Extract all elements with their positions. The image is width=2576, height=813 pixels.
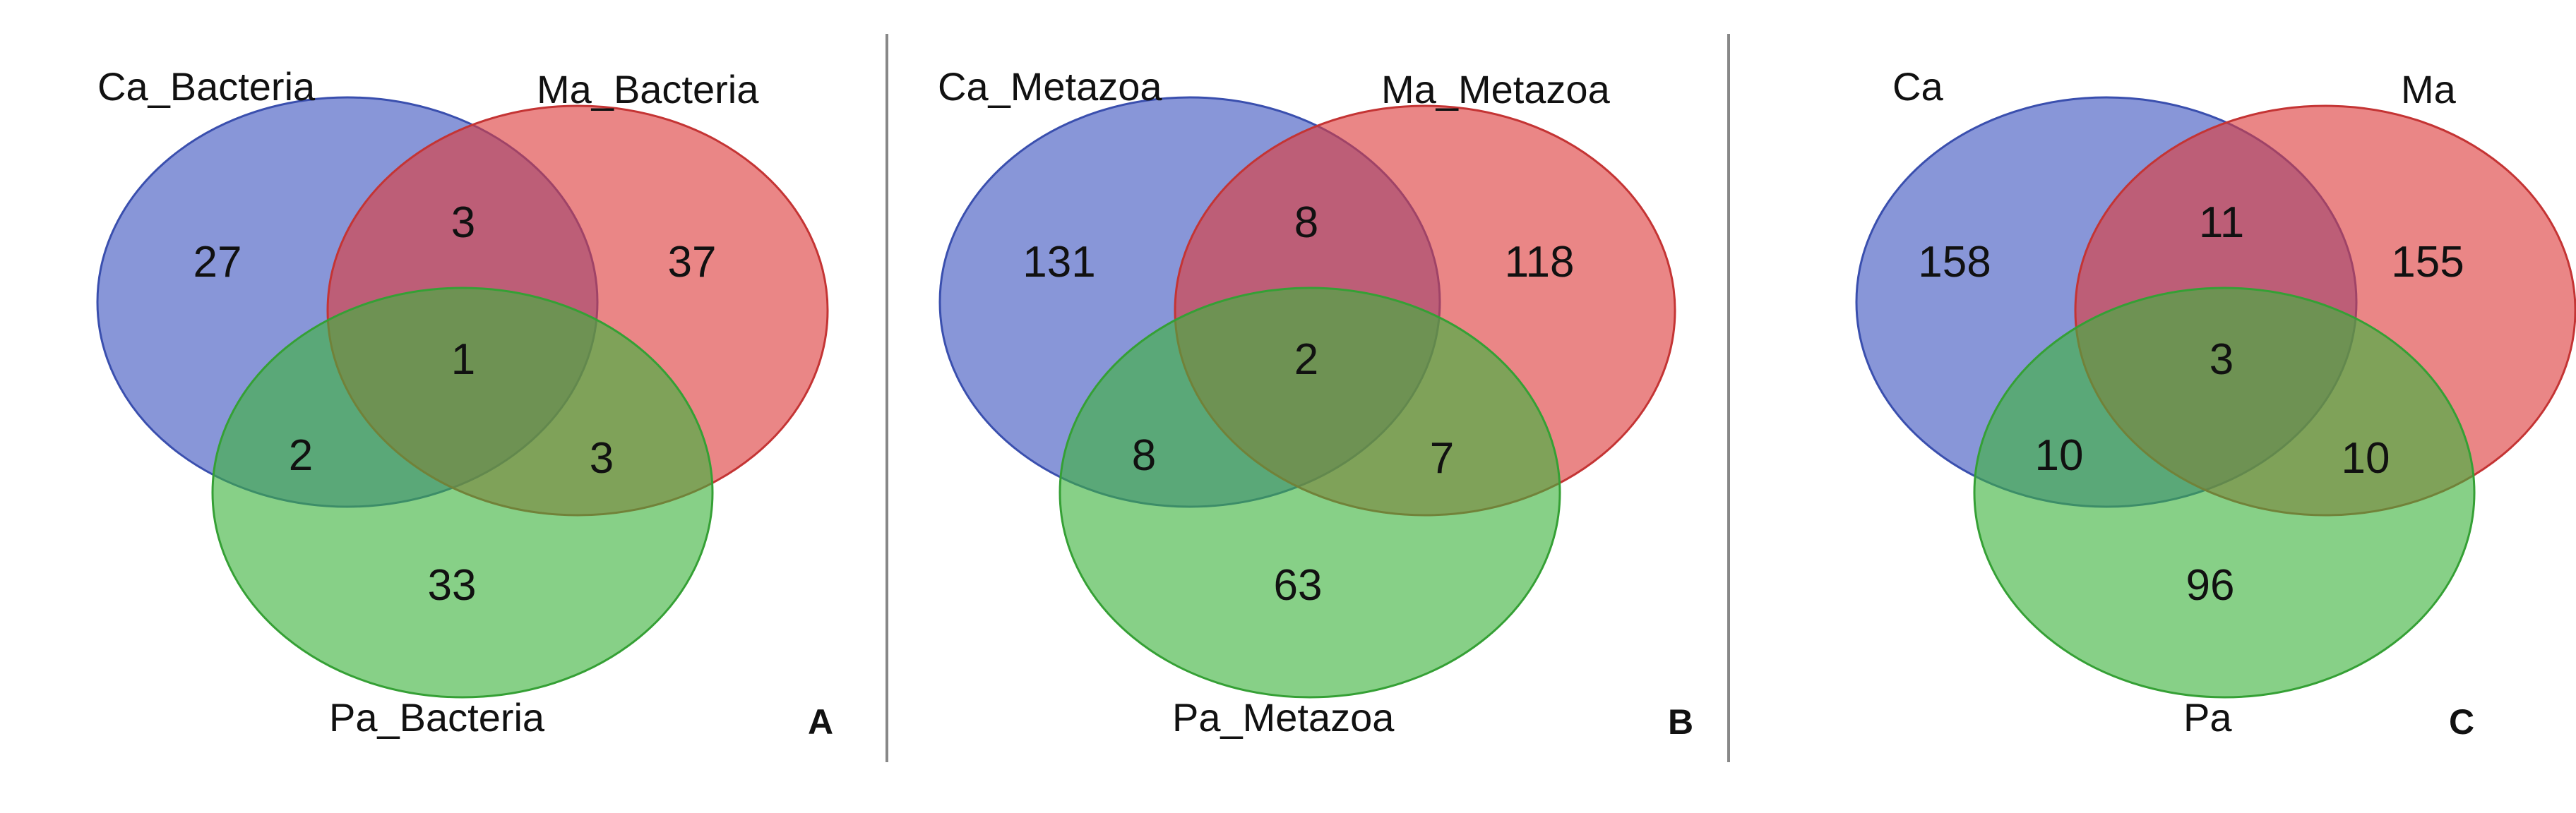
count-ma-pa: 10	[2342, 434, 2390, 483]
set-circle-pa-metazoa	[1059, 287, 1561, 699]
set-label-ma-bacteria: Ma_Bacteria	[537, 67, 759, 112]
set-label-pa: Pa	[2183, 695, 2232, 740]
set-label-ca: Ca	[1892, 64, 1943, 109]
count-only-ma: 155	[2391, 238, 2464, 287]
venn-panel-b: Ca_Metazoa Ma_Metazoa Pa_Metazoa 131 118…	[938, 64, 1693, 742]
count-ca-ma: 11	[2199, 198, 2244, 247]
set-label-pa-metazoa: Pa_Metazoa	[1172, 695, 1395, 740]
count-all: 3	[2210, 335, 2234, 384]
count-all-metazoa: 2	[1294, 335, 1318, 384]
set-label-ma-metazoa: Ma_Metazoa	[1381, 67, 1611, 112]
set-label-ma: Ma	[2401, 67, 2457, 112]
count-only-pa-bacteria: 33	[428, 561, 477, 610]
panel-letter-b: B	[1668, 702, 1693, 742]
count-only-ca-bacteria: 27	[193, 238, 242, 287]
set-circle-pa-bacteria	[211, 287, 714, 699]
count-ca-ma-bacteria: 3	[451, 198, 475, 247]
count-ma-pa-bacteria: 3	[590, 434, 614, 483]
count-ma-pa-metazoa: 7	[1430, 434, 1454, 483]
panel-letter-c: C	[2449, 702, 2474, 742]
set-circle-pa	[1973, 287, 2476, 699]
panel-letter-a: A	[808, 702, 833, 742]
count-ca-pa-bacteria: 2	[289, 431, 313, 480]
count-all-bacteria: 1	[451, 335, 475, 384]
count-only-pa-metazoa: 63	[1274, 561, 1323, 610]
count-only-ma-bacteria: 37	[668, 238, 717, 287]
count-only-ca-metazoa: 131	[1022, 238, 1095, 287]
set-label-pa-bacteria: Pa_Bacteria	[329, 695, 545, 740]
count-ca-pa-metazoa: 8	[1132, 431, 1156, 480]
count-only-ma-metazoa: 118	[1505, 238, 1575, 287]
count-ca-ma-metazoa: 8	[1294, 198, 1318, 247]
set-label-ca-metazoa: Ca_Metazoa	[938, 64, 1162, 109]
venn-panel-c: Ca Ma Pa 158 155 96 11 10 10 3 C	[1855, 64, 2576, 742]
count-only-pa: 96	[2186, 561, 2235, 610]
venn-panel-a: Ca_Bacteria Ma_Bacteria Pa_Bacteria 27 3…	[96, 64, 833, 742]
count-only-ca: 158	[1918, 238, 1991, 287]
count-ca-pa: 10	[2035, 431, 2084, 480]
set-label-ca-bacteria: Ca_Bacteria	[97, 64, 316, 109]
